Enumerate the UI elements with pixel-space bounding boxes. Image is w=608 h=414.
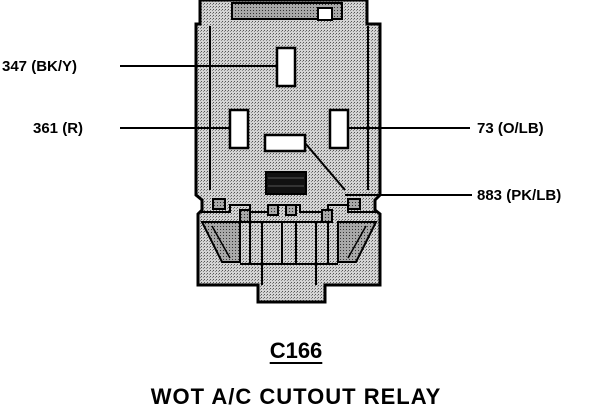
wedge-left-edge (211, 225, 231, 259)
lock-notch-center (267, 204, 279, 216)
pin-label-361: 361 (R) (33, 120, 84, 137)
keying-block (265, 171, 307, 195)
latch-slot (317, 7, 333, 21)
terminal-cavity-883 (263, 133, 307, 153)
terminal-cavity-361 (228, 108, 250, 150)
latch-tab (231, 2, 343, 20)
terminal-cavity-73 (328, 108, 350, 150)
pin-label-73: 73 (O/LB) (477, 120, 544, 137)
wedge-right-edge (347, 225, 367, 259)
lock-notch-left (212, 198, 226, 210)
connector-title: WOT A/C CUTOUT RELAY (150, 384, 442, 409)
pin-label-347: 347 (BK/Y) (2, 58, 78, 75)
pin-label-883: 883 (PK/LB) (477, 187, 562, 204)
lock-notch-mid-right (321, 209, 333, 223)
lock-notch-mid-left (239, 209, 251, 223)
lock-notch-right (347, 198, 361, 210)
lock-notch-center-2 (285, 204, 297, 216)
cavity-ramp (304, 142, 346, 191)
connector-id: C166 (269, 338, 323, 363)
terminal-cavity-347 (275, 46, 297, 88)
